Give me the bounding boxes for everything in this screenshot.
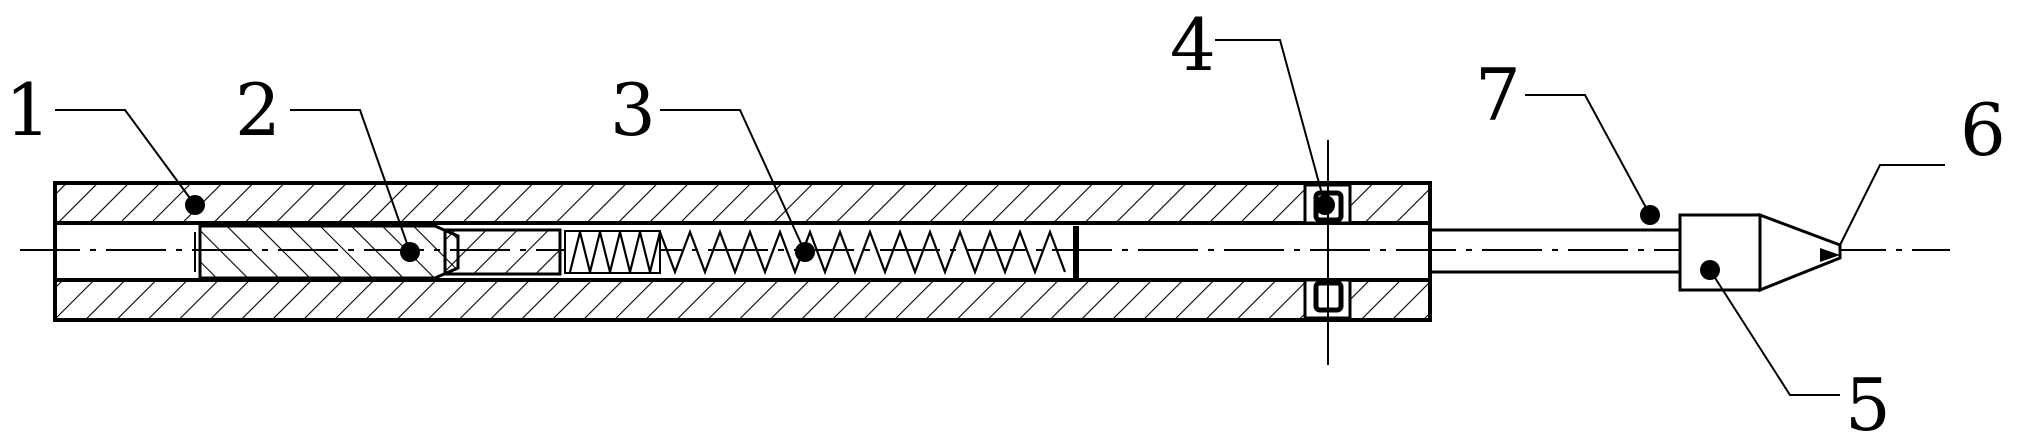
label-part-5: 5 xyxy=(1845,363,1891,441)
main-spring xyxy=(658,228,1067,276)
label-part-7: 7 xyxy=(1475,53,1521,137)
plunger xyxy=(194,224,562,280)
housing xyxy=(53,181,1432,322)
o-ring-groove xyxy=(1303,140,1352,365)
label-part-4: 4 xyxy=(1170,3,1216,87)
probe-rod xyxy=(1430,212,1842,293)
label-part-3: 3 xyxy=(610,68,656,152)
label-part-6: 6 xyxy=(1960,88,2006,172)
leaders xyxy=(55,39,1945,396)
small-spring xyxy=(564,230,662,274)
label-part-2: 2 xyxy=(235,68,281,152)
callout-dots xyxy=(185,195,1840,280)
label-part-1: 1 xyxy=(5,68,51,152)
